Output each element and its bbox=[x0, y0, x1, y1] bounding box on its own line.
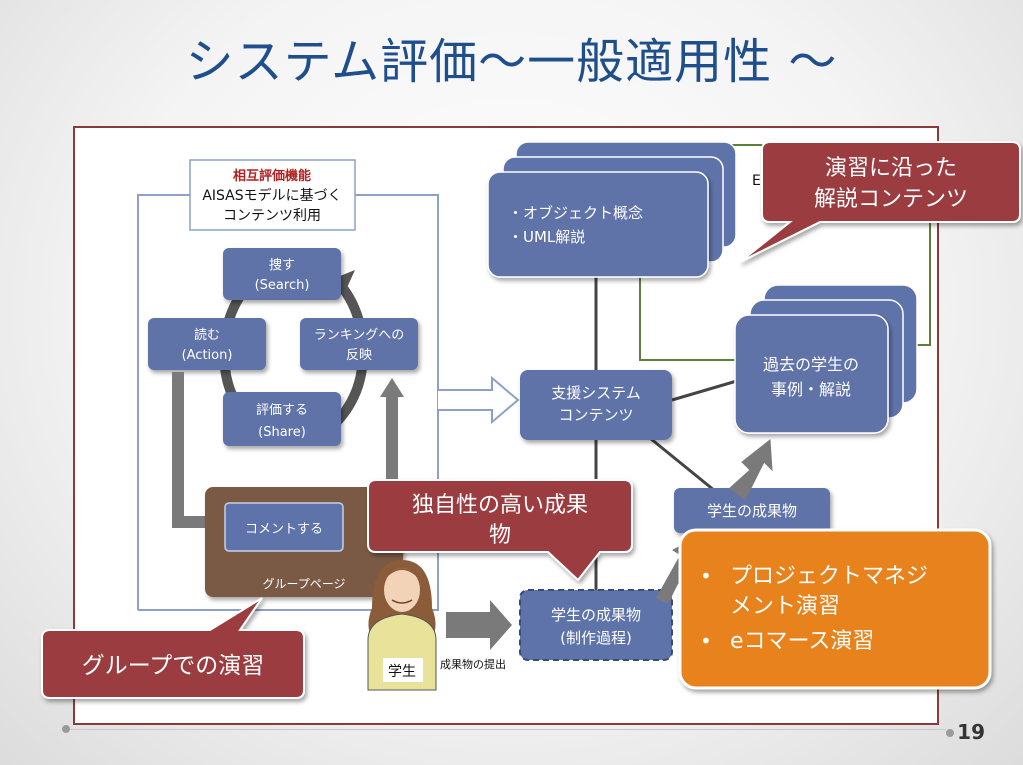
support-line2: コンテンツ bbox=[558, 406, 633, 424]
callout-exercise-contents: 演習に沿った 解説コンテンツ bbox=[739, 141, 1021, 263]
slide-title: システム評価～一般適用性 ～ bbox=[185, 34, 838, 90]
student-work-label: 学生の成果物 bbox=[707, 502, 797, 520]
search-line2: (Search) bbox=[255, 278, 310, 293]
student-work-box: 学生の成果物 bbox=[674, 488, 830, 533]
object-concepts-stack: ・オブジェクト概念 ・UML解説 bbox=[487, 141, 737, 278]
evaluate-line2: (Share) bbox=[258, 425, 306, 440]
connector-support-studentwork bbox=[639, 428, 721, 497]
header-line1: 相互評価機能 bbox=[233, 168, 311, 184]
object-concepts-line2: ・UML解説 bbox=[508, 228, 585, 246]
student-label: 学生 bbox=[388, 664, 416, 680]
ranking-line1: ランキングへの bbox=[314, 328, 405, 343]
past-cases-line2: 事例・解説 bbox=[771, 380, 851, 399]
work-process-line1: 学生の成果物 bbox=[551, 606, 641, 624]
exercise-bullet-2: • bbox=[700, 629, 712, 653]
exercise-item1-line2: メント演習 bbox=[730, 594, 840, 619]
callout-original-line2: 物 bbox=[489, 523, 511, 548]
connector-support-past bbox=[671, 378, 741, 402]
ranking-up-arrowhead bbox=[380, 378, 404, 397]
partial-label: E bbox=[752, 173, 761, 189]
to-support-arrow bbox=[438, 375, 520, 425]
search-line1: 捜す bbox=[269, 258, 295, 273]
studentwork-to-past-arrow bbox=[729, 439, 773, 501]
footer-dot-right bbox=[946, 729, 954, 737]
group-page-label: グループページ bbox=[262, 577, 345, 591]
page-number: 19 bbox=[957, 720, 985, 744]
exercise-item2: eコマース演習 bbox=[730, 629, 874, 654]
exercise-item1-line1: プロジェクトマネジ bbox=[730, 564, 928, 589]
comment-label: コメントする bbox=[245, 522, 323, 537]
callout-exercise-line1: 演習に沿った bbox=[825, 156, 957, 181]
past-cases-line1: 過去の学生の bbox=[763, 355, 859, 374]
ranking-box: ランキングへの 反映 bbox=[300, 318, 418, 370]
work-process-line2: (制作過程) bbox=[560, 629, 632, 647]
callout-original-line1: 独自性の高い成果 bbox=[412, 493, 588, 518]
callout-group-exercise: グループでの演習 bbox=[41, 597, 305, 699]
support-box: 支援システム コンテンツ bbox=[520, 370, 672, 440]
evaluate-line1: 評価する bbox=[256, 403, 308, 418]
cycle-arrowhead bbox=[335, 270, 355, 292]
group-page: コメントする グループページ bbox=[205, 487, 403, 597]
submit-label: 成果物の提出 bbox=[440, 657, 506, 671]
search-box: 捜す (Search) bbox=[223, 248, 341, 300]
object-concepts-line1: ・オブジェクト概念 bbox=[508, 204, 643, 222]
read-box: 読む (Action) bbox=[148, 318, 266, 370]
ranking-line2: 反映 bbox=[346, 348, 372, 363]
footer-line bbox=[70, 729, 946, 730]
callout-exercise-line2: 解説コンテンツ bbox=[814, 187, 968, 212]
read-to-comment-arrow bbox=[172, 372, 208, 528]
evaluate-box: 評価する (Share) bbox=[223, 392, 341, 446]
callout-original-work: 独自性の高い成果 物 bbox=[367, 479, 633, 582]
submit-arrow bbox=[446, 600, 512, 650]
header-line3: コンテンツ利用 bbox=[223, 208, 321, 224]
support-line1: 支援システム bbox=[551, 384, 641, 402]
exercise-bullet-1: • bbox=[700, 564, 712, 588]
footer-dot-left bbox=[62, 725, 70, 733]
work-process-box: 学生の成果物 (制作過程) bbox=[519, 589, 673, 661]
past-cases-stack: 過去の学生の 事例・解説 bbox=[734, 284, 918, 434]
callout-group-text: グループでの演習 bbox=[82, 653, 265, 679]
read-line2: (Action) bbox=[182, 348, 233, 363]
exercises-box: • プロジェクトマネジ メント演習 • eコマース演習 bbox=[678, 528, 992, 690]
header-box: 相互評価機能 AISASモデルに基づく コンテンツ利用 bbox=[189, 159, 356, 231]
read-line1: 読む bbox=[194, 327, 220, 343]
header-line2: AISASモデルに基づく bbox=[202, 187, 341, 204]
student-label-bg bbox=[383, 658, 423, 682]
